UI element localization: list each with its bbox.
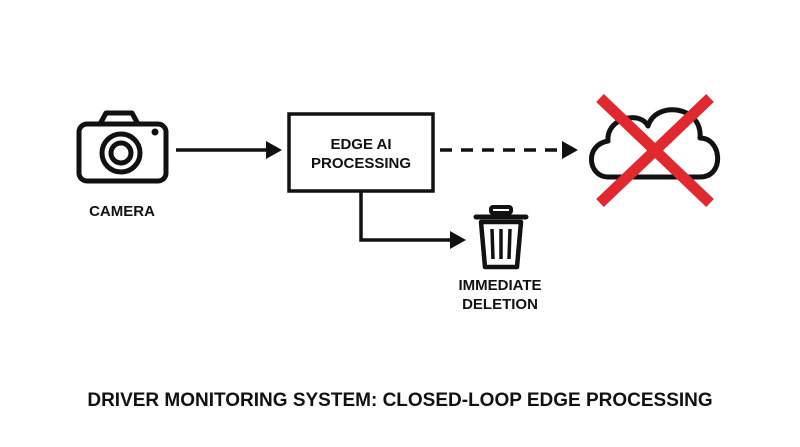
diagram-caption: DRIVER MONITORING SYSTEM: CLOSED-LOOP ED… — [87, 390, 712, 411]
processor-label-line2: PROCESSING — [311, 155, 411, 172]
processor-to-cloud-dashed-arrow — [440, 141, 578, 159]
camera-label: CAMERA — [89, 203, 155, 220]
trash-icon — [473, 205, 529, 270]
cloud-icon — [589, 107, 721, 180]
processor-to-deletion-arrow — [359, 191, 466, 249]
deletion-label-line1: IMMEDIATE — [458, 277, 541, 294]
edge-ai-processing-box — [287, 112, 435, 193]
camera-icon — [76, 110, 169, 184]
red-x-icon — [596, 94, 714, 207]
deletion-label-line2: DELETION — [462, 296, 538, 313]
camera-to-processor-arrow — [176, 141, 282, 159]
processor-label-line1: EDGE AI — [330, 136, 391, 153]
